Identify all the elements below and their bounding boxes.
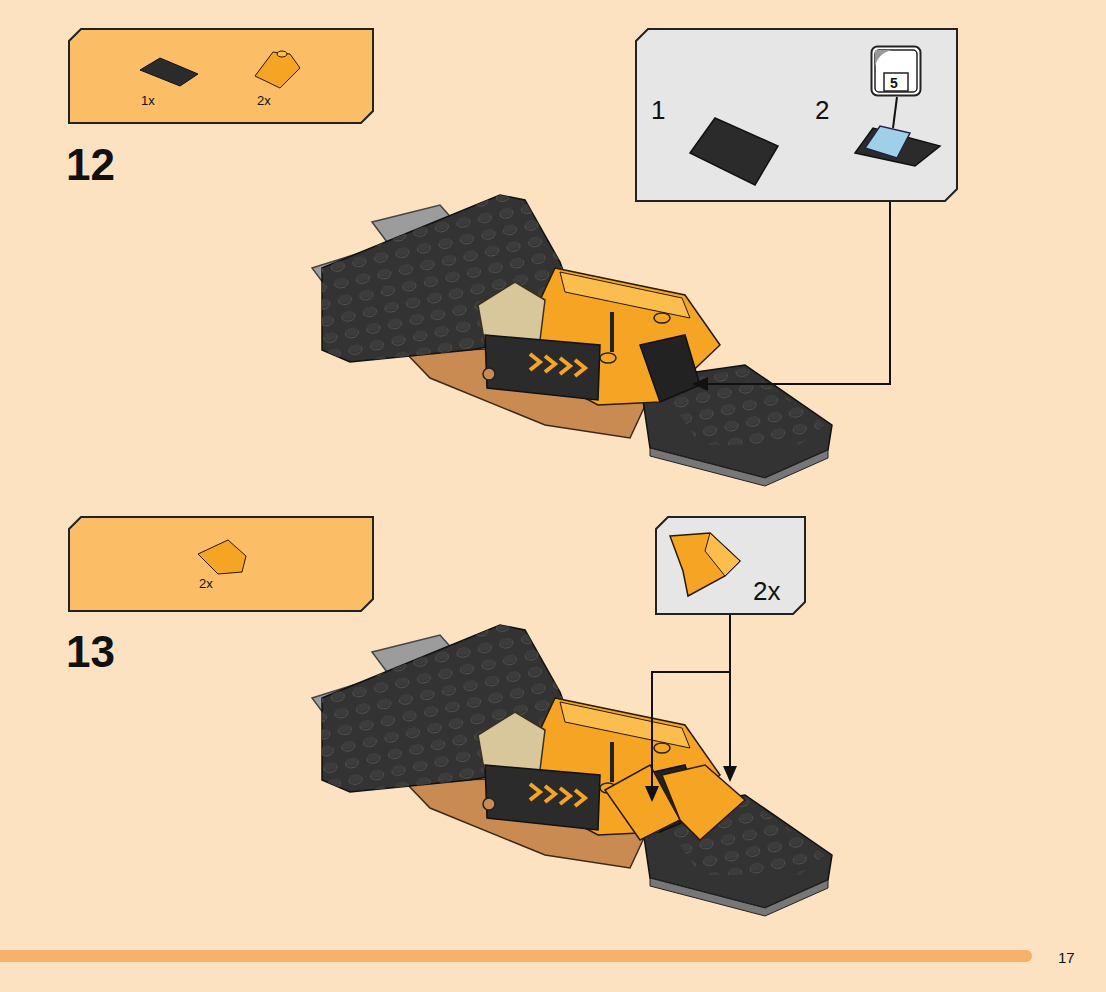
part-callout: 2x — [655, 516, 806, 615]
step-number: 12 — [66, 143, 115, 187]
boat-model-step12 — [312, 195, 832, 486]
node-art — [875, 50, 892, 67]
node-art — [875, 50, 917, 92]
node-art — [69, 29, 373, 123]
leader-line — [652, 672, 730, 800]
node-art — [865, 126, 910, 158]
parts-list-box-outline — [68, 516, 374, 612]
parts-list-box: 2x — [68, 516, 374, 612]
callout-number: 2x — [753, 578, 780, 604]
boat-model-step13 — [312, 625, 832, 916]
sub-assembly-callout: 1 2 5 — [635, 28, 958, 202]
callout-number: 1 — [651, 97, 665, 123]
leader-line — [694, 202, 890, 384]
node-art — [69, 517, 373, 611]
black-slope-added — [640, 335, 700, 402]
page-bar — [0, 950, 1032, 962]
leader-line — [729, 615, 731, 780]
node-art — [884, 73, 908, 91]
parts-list-box-outline — [68, 28, 374, 124]
part-quantity: 2x — [257, 94, 271, 107]
node-art — [255, 52, 300, 88]
part-quantity: 2x — [199, 577, 213, 590]
node-art — [670, 533, 740, 596]
step-number: 13 — [66, 630, 115, 674]
sticker-number: 5 — [890, 76, 898, 90]
part-callout-outline — [655, 516, 806, 615]
node-art — [872, 47, 921, 96]
node-art — [636, 29, 957, 201]
node-art — [690, 118, 778, 185]
callout-number: 2 — [815, 97, 829, 123]
node-art — [277, 51, 287, 57]
part-quantity: 1x — [141, 94, 155, 107]
node-art — [140, 58, 198, 86]
parts-list-box: 1x 2x — [68, 28, 374, 124]
boat-model-step13-part — [662, 765, 745, 840]
node-art — [893, 97, 897, 128]
boat-model-step13-part — [312, 625, 832, 916]
node-art — [705, 533, 740, 576]
page-number: 17 — [1058, 950, 1075, 965]
node-art — [198, 540, 246, 574]
node-art — [656, 517, 805, 614]
sticker-box: 5 — [870, 45, 922, 97]
